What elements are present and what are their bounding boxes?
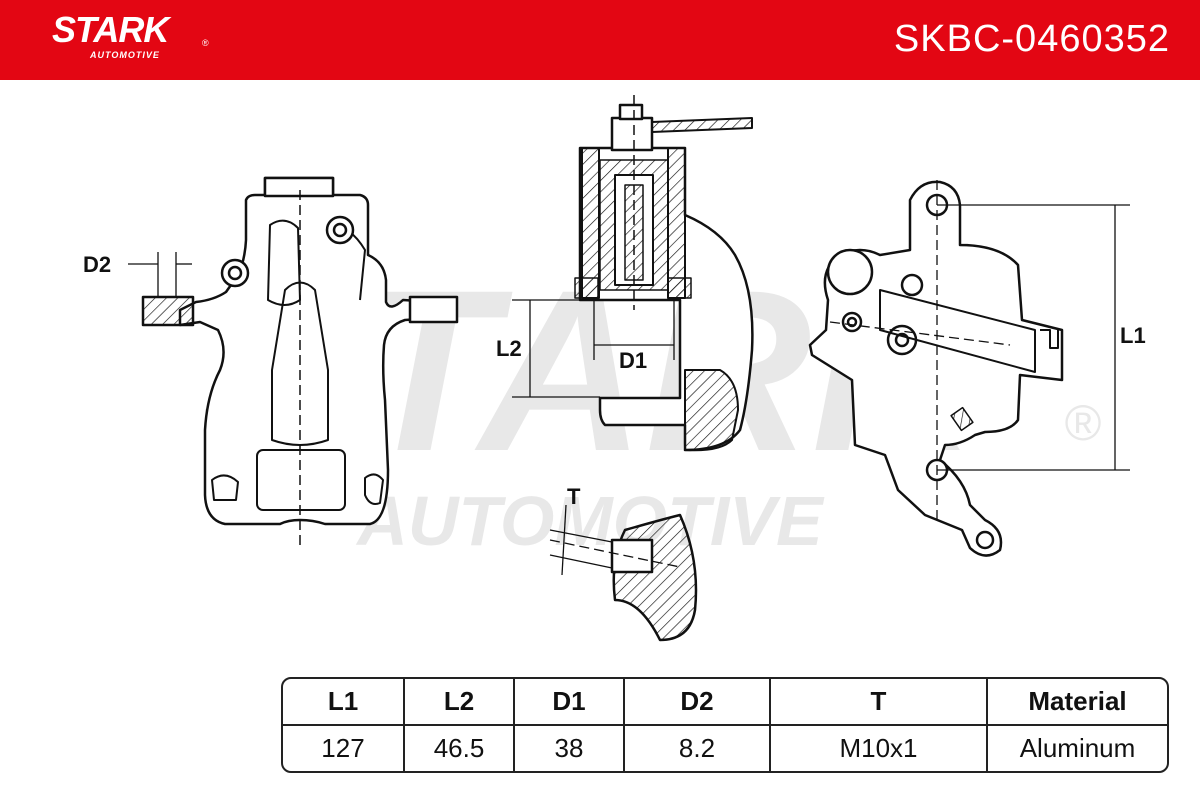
specs-value-row: 127 46.5 38 8.2 M10x1 Aluminum: [283, 725, 1167, 771]
value-material: Aluminum: [1019, 733, 1136, 763]
header-material: Material: [987, 679, 1167, 726]
d2-dimension: [128, 252, 192, 296]
caliper-section-view: [574, 95, 754, 452]
value-d1: 38: [514, 725, 625, 771]
watermark-sub-text: AUTOMOTIVE: [355, 482, 825, 560]
value-l2: 46.5: [404, 725, 515, 771]
caliper-front-view: [141, 176, 459, 548]
caliper-side-view: [808, 180, 1064, 557]
header-l2: L2: [404, 679, 515, 726]
header-t: T: [770, 679, 988, 726]
label-l2: L2: [496, 336, 522, 361]
label-l1: L1: [1120, 323, 1146, 348]
header-d2: D2: [624, 679, 771, 726]
value-t: M10x1: [770, 725, 988, 771]
l1-dimension: [937, 204, 1130, 471]
logo-text: STARK: [52, 9, 169, 50]
bleed-screw-detail: [549, 513, 698, 642]
watermark-registered: ®: [1065, 395, 1102, 451]
specs-header-row: L1 L2 D1 D2 T Material: [283, 679, 1167, 726]
value-l1: 127: [283, 725, 405, 771]
header-bar: STARK AUTOMOTIVE ® SKBC-0460352: [0, 0, 1200, 80]
label-t: T: [567, 484, 581, 509]
logo-registered-mark: ®: [202, 38, 209, 48]
t-dimension: [549, 504, 613, 576]
stark-logo: STARK AUTOMOTIVE ®: [52, 9, 209, 61]
logo-subtext: AUTOMOTIVE: [90, 50, 160, 60]
header-l1: L1: [283, 679, 405, 726]
specs-table: L1 L2 D1 D2 T Material 127 46.5 38 8.2 M…: [281, 677, 1169, 773]
part-number: SKBC-0460352: [893, 18, 1170, 60]
header-d1: D1: [514, 679, 625, 726]
label-d1: D1: [619, 348, 648, 373]
l2-d1-dimensions: [512, 299, 675, 398]
value-d2: 8.2: [624, 725, 771, 771]
label-d2: D2: [83, 252, 112, 277]
caliper-drawing: [128, 95, 1130, 642]
